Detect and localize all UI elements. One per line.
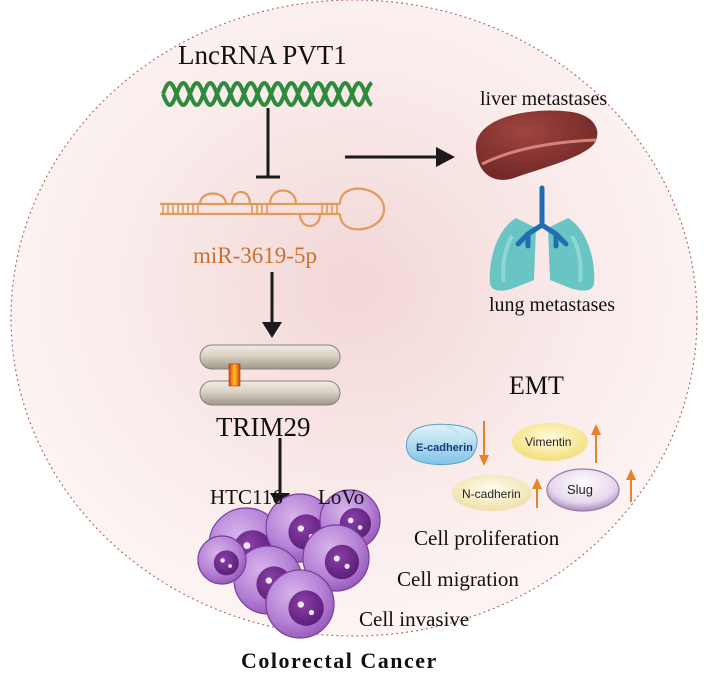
cell-migration-label: Cell migration (397, 567, 519, 591)
cell-proliferation-label: Cell proliferation (414, 526, 560, 550)
mirna-hairpin-icon (160, 187, 386, 231)
cancer-cell (302, 524, 370, 592)
arrow-to-metastases (345, 147, 455, 167)
lovo-label: LoVo (318, 485, 365, 509)
trim29-chromosome-icon (199, 344, 341, 406)
cancer-cell-cluster (197, 489, 381, 639)
cell-invasive-label: Cell invasive (359, 607, 470, 631)
mirna-label: miR-3619-5p (193, 243, 317, 268)
up-arrow-icon (591, 424, 601, 463)
up-arrow-icon (532, 478, 542, 508)
slug-label: Slug (567, 482, 594, 497)
vimentin-label: Vimentin (525, 435, 572, 449)
lncrna-helix-icon (161, 80, 373, 108)
e-cadherin-icon (405, 423, 478, 466)
slug-icon (546, 468, 620, 512)
inhibition-arrow (256, 108, 280, 179)
up-arrow-icon (626, 469, 636, 502)
lncrna-label: LncRNA PVT1 (178, 40, 347, 70)
emt-label: EMT (509, 371, 564, 400)
lungs-icon (489, 185, 595, 291)
htc116-label: HTC116 (210, 485, 283, 509)
e-cadherin-label: E-cadherin (416, 442, 473, 454)
liver-metastases-label: liver metastases (480, 88, 608, 110)
trim29-label: TRIM29 (216, 412, 311, 442)
lung-metastases-label: lung metastases (489, 294, 616, 316)
n-cadherin-icon (452, 475, 532, 511)
colorectal-cancer-title: Colorectal Cancer (241, 648, 438, 673)
n-cadherin-label: N-cadherin (462, 487, 521, 501)
down-arrow-icon (479, 421, 489, 466)
vimentin-icon (512, 423, 588, 461)
arrow-mirna-to-trim29 (262, 272, 282, 338)
cancer-cell (265, 569, 335, 639)
liver-icon (475, 110, 598, 180)
cancer-cell (197, 535, 247, 585)
